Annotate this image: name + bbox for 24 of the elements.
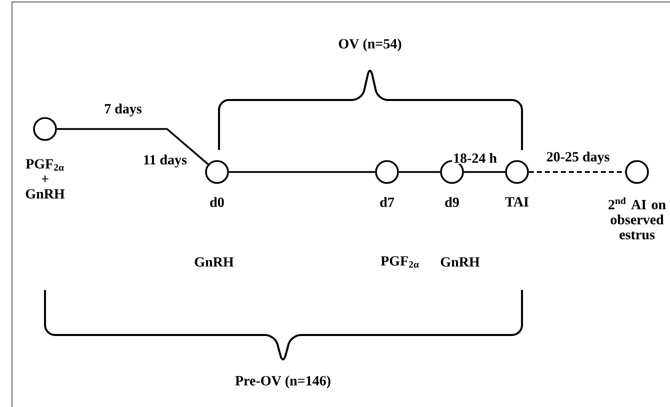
duration-label: 11 days (144, 154, 187, 168)
timepoint-circle (505, 160, 529, 184)
bracket-label: OV (n=54) (338, 38, 402, 52)
timepoint-label: $\begin{array}{c}\mathbf{2^{nd}\ AI\ on}\\ \mathbf{observed}\\ \mathbf{estrus}\end{array}$ (608, 197, 666, 240)
connector-line (398, 171, 440, 173)
bracket-label: Pre-OV (n=146) (235, 376, 330, 388)
connector-line (228, 171, 376, 173)
connector-line (56, 128, 209, 165)
timepoint-circle (625, 160, 649, 184)
timepoint-circle (33, 117, 57, 141)
treatment-label: PGF$_{2α}$ (380, 256, 419, 268)
connector-line (464, 171, 506, 173)
timepoint-circle (205, 160, 229, 184)
treatment-label: GnRH (440, 257, 480, 267)
edge-label: 20-25 days (545, 150, 611, 166)
treatment-label: GnRH (194, 257, 234, 267)
timepoint-label: d0 (210, 197, 224, 208)
edge-label: 7 days (103, 102, 143, 118)
timepoint-label: PGF$_{2α}$ + GnRH (26, 159, 65, 199)
timepoint-circle (375, 160, 399, 184)
timepoint-label: TAI (505, 197, 528, 206)
timepoint-label: d7 (380, 197, 394, 208)
edge-label: 18-24 h (452, 152, 498, 164)
timepoint-label: d9 (445, 197, 459, 208)
